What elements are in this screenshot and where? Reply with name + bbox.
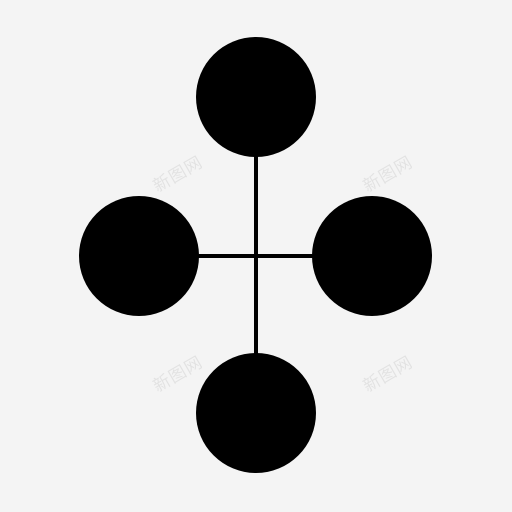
node-right-circle bbox=[312, 196, 432, 316]
node-top-circle bbox=[196, 37, 316, 157]
node-left-circle bbox=[79, 196, 199, 316]
node-bottom-circle bbox=[196, 353, 316, 473]
